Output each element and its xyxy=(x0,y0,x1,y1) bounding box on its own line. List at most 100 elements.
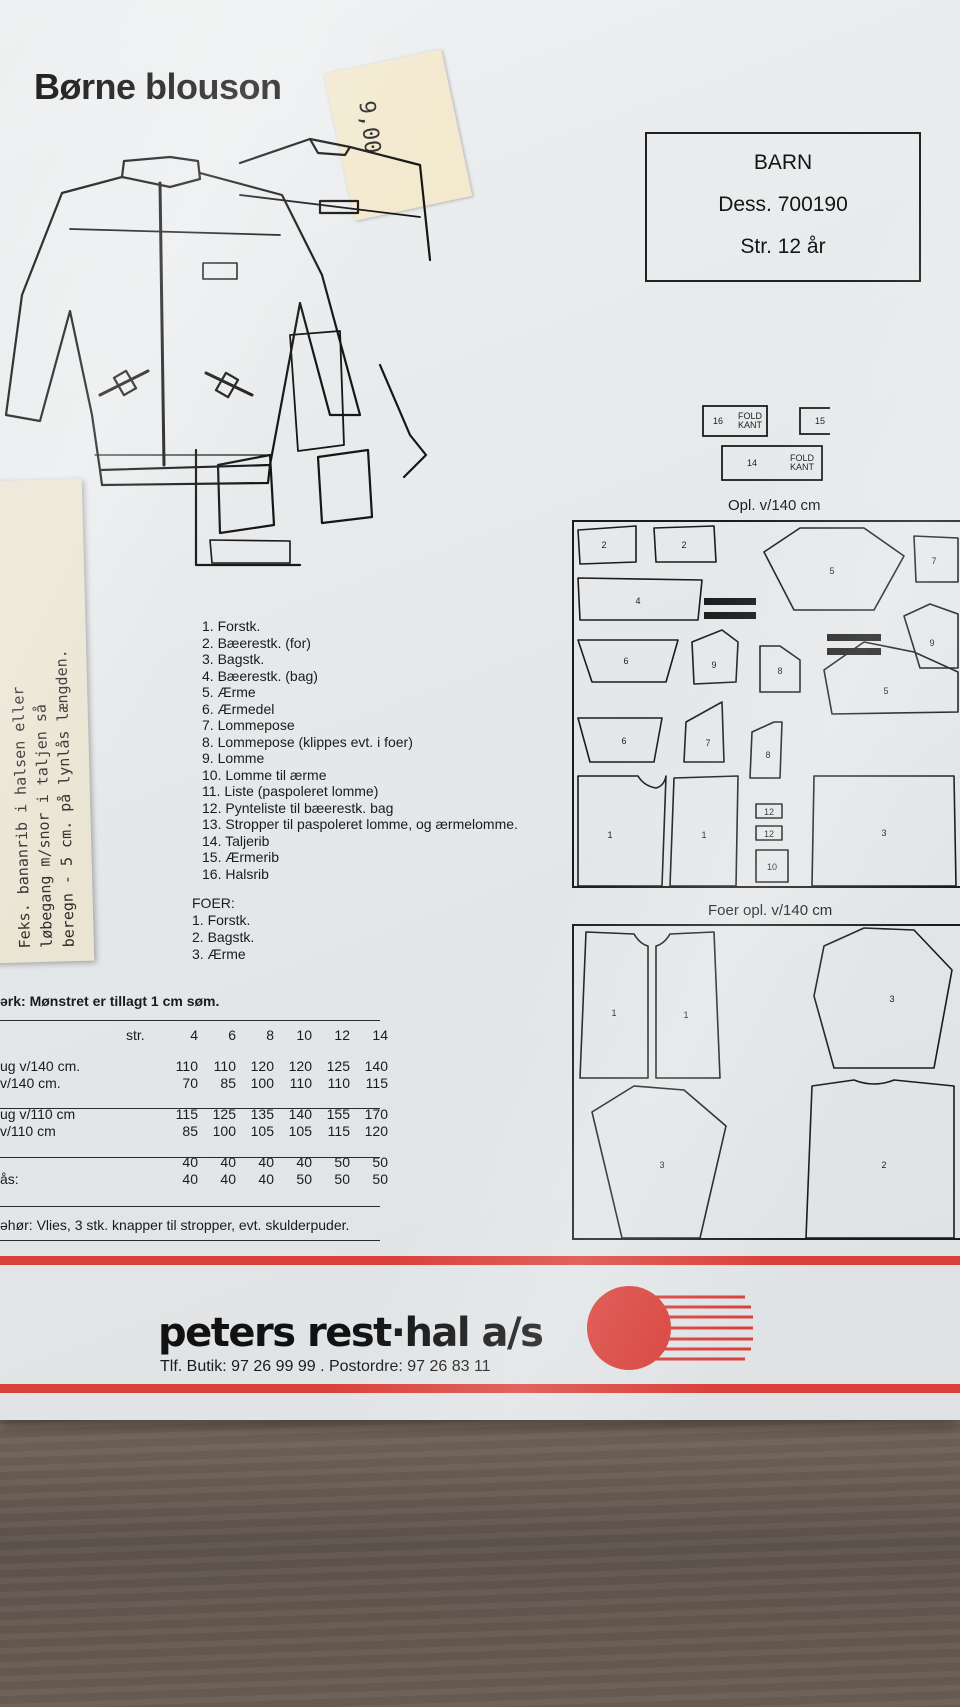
row-label: v/140 cm. xyxy=(0,1074,61,1091)
size-table: str. 4 6 8 10 12 14 ug v/140 cm. 110 110… xyxy=(0,1026,388,1187)
table-cell: 125 xyxy=(326,1057,350,1074)
piece-number: 2 xyxy=(881,1160,886,1170)
piece-number: 1 xyxy=(611,1008,616,1018)
lining-item: 1. Forstk. xyxy=(192,912,251,928)
layout-label: Foer opl. v/140 cm xyxy=(708,902,833,919)
size-header-row: str. 4 6 8 10 12 14 xyxy=(0,1026,388,1043)
table-cell: 110 xyxy=(327,1074,350,1091)
table-cell: 40 xyxy=(182,1170,198,1187)
part-item: 14. Taljerib xyxy=(202,832,270,849)
table-cell: 140 xyxy=(288,1105,312,1122)
table-cell: 105 xyxy=(250,1122,274,1139)
piece-label: 15 xyxy=(814,416,825,426)
table-cell: 105 xyxy=(288,1122,312,1139)
table-cell: 85 xyxy=(182,1122,198,1139)
piece-number: 6 xyxy=(623,656,628,666)
cutting-layout: 2 2 5 7 4 6 9 8 9 5 6 7 8 1 1 3 12 12 10 xyxy=(572,520,960,888)
table-cell: 50 xyxy=(372,1170,388,1187)
size-header: 10 xyxy=(296,1026,312,1043)
row-label: ås: xyxy=(0,1170,19,1187)
pattern-envelope: Børne blouson 9,00 xyxy=(0,0,960,1420)
divider xyxy=(0,1020,380,1021)
brand-logo xyxy=(587,1286,753,1370)
table-cell: 40 xyxy=(258,1153,274,1170)
table-cell: 50 xyxy=(334,1153,350,1170)
category-label: BARN xyxy=(753,151,813,174)
table-cell: 50 xyxy=(372,1153,388,1170)
divider xyxy=(0,1206,380,1207)
table-cell: 40 xyxy=(220,1153,236,1170)
layout-label: Opl. v/140 cm xyxy=(728,497,821,514)
piece-number: 7 xyxy=(705,738,710,748)
lining-layout: 1 1 3 3 2 xyxy=(572,924,960,1240)
piece-number: 8 xyxy=(777,666,782,676)
part-item: 7. Lommepose xyxy=(202,717,295,733)
part-item: 16. Halsrib xyxy=(202,865,269,882)
parts-list: 1. Forstk. 2. Bæerestk. (for) 3. Bagstk.… xyxy=(202,618,518,882)
jacket-illustration xyxy=(4,137,432,567)
lining-item: 2. Bagstk. xyxy=(192,929,255,945)
lining-heading: FOER: xyxy=(192,895,235,911)
piece-label: 16 xyxy=(712,416,723,426)
table-cell: 110 xyxy=(289,1074,312,1091)
table-cell: 100 xyxy=(212,1122,236,1139)
table-cell: 120 xyxy=(288,1057,312,1074)
piece-number: 3 xyxy=(659,1160,664,1170)
table-row: v/110 cm 85 100 105 105 115 120 xyxy=(0,1122,388,1139)
handwritten-note-card: Feks. bananrib i halsen eller løbegang m… xyxy=(0,478,95,964)
info-box: BARN Dess. 700190 Str. 12 år xyxy=(645,132,921,282)
size-header: 12 xyxy=(334,1026,350,1043)
table-cell: 40 xyxy=(258,1170,274,1187)
part-item: 13. Stropper til paspoleret lomme, og ær… xyxy=(202,816,518,832)
lining-list: FOER: 1. Forstk. 2. Bagstk. 3. Ærme xyxy=(192,895,254,963)
part-item: 8. Lommepose (klippes evt. i foer) xyxy=(202,733,413,750)
part-item: 4. Bæerestk. (bag) xyxy=(202,667,318,684)
piece-number: 3 xyxy=(881,828,886,838)
piece-number: 8 xyxy=(765,750,770,760)
table-cell: 135 xyxy=(250,1105,274,1122)
size-label: Str. 12 år xyxy=(740,235,826,258)
loose-pieces xyxy=(702,405,830,481)
table-row: ug v/110 cm 115 125 135 140 155 170 xyxy=(0,1105,388,1122)
size-header: 4 xyxy=(190,1026,198,1043)
piece-number: 1 xyxy=(607,830,612,840)
table-cell: 40 xyxy=(182,1153,198,1170)
piece-number: 7 xyxy=(931,556,936,566)
table-row: ås: 40 40 40 50 50 50 xyxy=(0,1170,388,1187)
row-label xyxy=(0,1153,126,1170)
table-cell: 50 xyxy=(296,1170,312,1187)
piece-number: 1 xyxy=(701,830,706,840)
brand-name: peters rest·hal a/s xyxy=(158,1310,544,1356)
wooden-floor xyxy=(0,1410,960,1707)
part-item: 11. Liste (paspoleret lomme) xyxy=(202,783,379,799)
table-cell: 140 xyxy=(364,1057,388,1074)
pattern-title: Børne blouson xyxy=(34,66,282,107)
table-cell: 120 xyxy=(364,1122,388,1139)
part-item: 3. Bagstk. xyxy=(202,651,265,667)
piece-number: 1 xyxy=(683,1010,688,1020)
table-cell: 50 xyxy=(334,1170,350,1187)
piece-number: 9 xyxy=(929,638,934,648)
part-item: 15. Ærmerib xyxy=(202,849,280,865)
piece-number: 5 xyxy=(883,686,888,696)
piece-number: 4 xyxy=(635,596,640,606)
note-text: Feks. bananrib i halsen eller løbegang m… xyxy=(2,487,80,949)
piece-number: 3 xyxy=(889,994,894,1004)
part-item: 2. Bæerestk. (for) xyxy=(202,634,311,651)
design-number: Dess. 700190 xyxy=(718,193,848,216)
table-cell: 40 xyxy=(296,1153,312,1170)
size-header: 14 xyxy=(372,1026,388,1043)
red-stripe xyxy=(0,1384,960,1393)
row-label: ug v/140 cm. xyxy=(0,1057,81,1074)
table-cell: 110 xyxy=(175,1057,198,1074)
part-item: 12. Pynteliste til bæerestk. bag xyxy=(202,799,394,816)
table-cell: 155 xyxy=(326,1105,350,1122)
piece-number: 10 xyxy=(767,862,777,872)
part-item: 1. Forstk. xyxy=(202,618,261,634)
table-cell: 85 xyxy=(220,1074,236,1091)
part-item: 10. Lomme til ærme xyxy=(202,766,327,783)
table-cell: 115 xyxy=(365,1074,388,1091)
table-cell: 170 xyxy=(364,1105,388,1122)
red-stripe xyxy=(0,1256,960,1265)
piece-label: FOLD KANT xyxy=(789,453,814,472)
